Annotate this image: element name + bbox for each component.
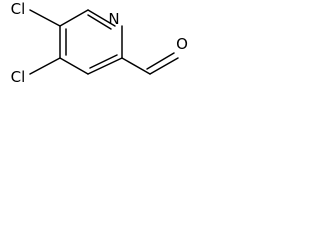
bond-cho-o: [149, 57, 179, 75]
bond-c5-c6-inner: [89, 54, 118, 69]
bond-cho-o-double: [146, 52, 175, 70]
bond-n-c2-inner: [87, 14, 112, 30]
nitrogen-label: N: [108, 10, 119, 28]
bond-c3-cl: [29, 9, 61, 27]
bond-c6-cho: [121, 57, 151, 75]
molecule-structure: N Cl Cl O: [11, 0, 188, 86]
bond-c4-c5: [59, 57, 89, 75]
bond-n-c2: [87, 9, 116, 27]
bond-lines: [29, 9, 179, 75]
oxygen-label: O: [176, 35, 188, 53]
bond-c4-cl: [29, 57, 61, 75]
chlorine-lower-label: Cl: [11, 68, 26, 86]
bond-c5-c6: [87, 57, 123, 75]
chlorine-upper-label: Cl: [11, 0, 26, 18]
bond-c2-c3: [59, 9, 89, 27]
